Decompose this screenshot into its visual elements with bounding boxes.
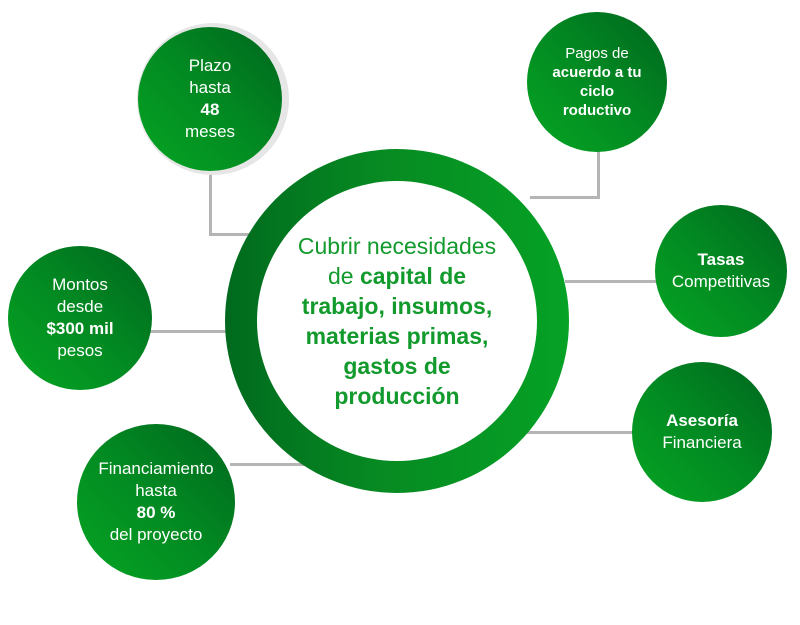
- center-line: gastos de: [343, 353, 451, 379]
- bubble-text-bold: 48: [200, 100, 220, 119]
- bubble-text: hasta: [135, 481, 177, 500]
- connector-montos: [148, 330, 230, 333]
- center-ring: Cubrir necesidades de capital de trabajo…: [225, 149, 569, 493]
- bubble-text: desde: [56, 297, 104, 316]
- bubble-text: Pagos de: [565, 45, 629, 62]
- center-line: trabajo, insumos,: [301, 293, 493, 319]
- bubble-text-bold: ciclo: [579, 83, 615, 100]
- bubble-text: Montos: [52, 275, 108, 294]
- bubble-asesoria: Asesoría Financiera: [632, 362, 772, 502]
- connector-tasas: [565, 280, 660, 283]
- bubble-text-bold: $300 mil: [46, 319, 114, 338]
- bubble-text-bold: Tasas: [697, 250, 745, 269]
- bubble-tasas: Tasas Competitivas: [655, 205, 787, 337]
- connector-plazo: [209, 168, 212, 236]
- bubble-plazo: Plazo hasta 48 meses: [138, 27, 282, 171]
- bubble-text-bold: roductivo: [562, 102, 632, 119]
- center-line: Cubrir necesidades: [297, 233, 497, 259]
- connector-asesoria: [522, 431, 634, 434]
- bubble-text-bold: 80 %: [136, 503, 176, 522]
- bubble-text: Financiamiento: [98, 459, 214, 478]
- bubble-text: meses: [184, 122, 236, 141]
- bubble-text: hasta: [189, 78, 231, 97]
- bubble-text: Competitivas: [671, 272, 771, 291]
- bubble-text: Financiera: [662, 433, 742, 452]
- center-line: de capital de: [328, 261, 466, 291]
- bubble-pagos: Pagos de acuerdo a tu ciclo roductivo: [527, 12, 667, 152]
- connector-pagos: [597, 150, 600, 198]
- center-line-prefix: de: [327, 263, 360, 289]
- center-line: materias primas,: [305, 323, 489, 349]
- bubble-text-bold: Asesoría: [666, 411, 738, 430]
- bubble-text: pesos: [57, 341, 103, 360]
- center-text: Cubrir necesidades de capital de trabajo…: [257, 181, 537, 461]
- bubble-text: del proyecto: [109, 525, 203, 544]
- bubble-text-bold: acuerdo a tu: [552, 64, 642, 81]
- center-line-bold: capital de: [359, 263, 467, 289]
- connector-plazo-h: [209, 233, 249, 236]
- bubble-financiamiento: Financiamiento hasta 80 % del proyecto: [77, 424, 235, 580]
- connector-pagos-h: [530, 196, 600, 199]
- center-line: producción: [334, 383, 460, 409]
- connector-financiamiento: [230, 463, 322, 466]
- bubble-montos: Montos desde $300 mil pesos: [8, 246, 152, 390]
- bubble-text: Plazo: [188, 56, 232, 75]
